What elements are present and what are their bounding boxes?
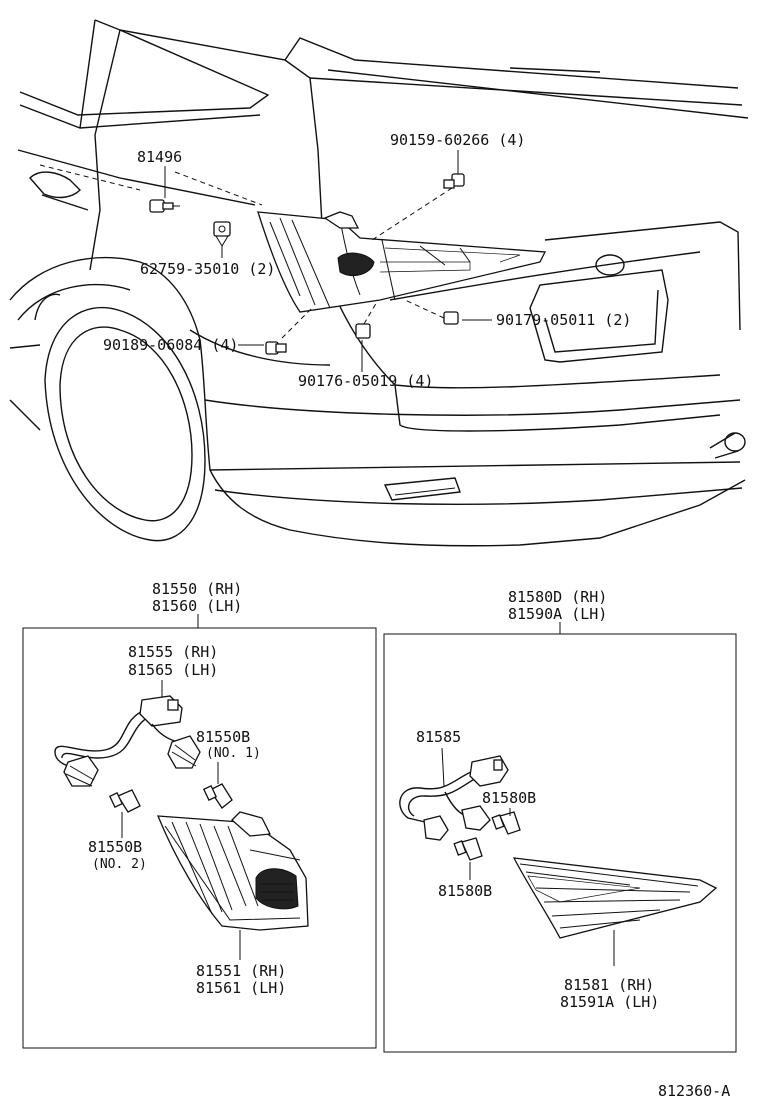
right-assembly-lh-label: 81590A (LH): [508, 605, 607, 623]
socket-81585-label: 81585: [416, 728, 461, 746]
bulb-no2-note: (NO. 2): [92, 857, 147, 872]
bulb-81580b-a-label: 81580B: [482, 789, 536, 807]
lens-81551-rh-label: 81551 (RH): [196, 962, 286, 980]
socket-81555-label: 81555 (RH): [128, 643, 218, 661]
bulb-81550b-no1-label: 81550B: [196, 728, 250, 746]
bulb-81580b-a: [491, 811, 521, 835]
right-detail-box: [383, 633, 737, 1053]
bulb-81580b-b: [453, 837, 483, 861]
left-assembly-lh-label: 81560 (LH): [152, 597, 242, 615]
lens-81581-rh-label: 81581 (RH): [564, 976, 654, 994]
callout-90179-05011: 90179-05011 (2): [496, 311, 631, 329]
left-detail-box: [22, 627, 377, 1049]
inner-lens-81581: [512, 857, 718, 939]
callout-leaders: [164, 150, 492, 372]
bulb-81550b-no2-label: 81550B: [88, 838, 142, 856]
socket-81565-label: 81565 (LH): [128, 661, 218, 679]
lens-81591a-lh-label: 81591A (LH): [560, 993, 659, 1011]
socket-81585-leader: [441, 747, 445, 787]
clip-62759: [213, 221, 231, 247]
callout-90189-06084: 90189-06084 (4): [103, 336, 238, 354]
installed-rear-combination-lamp: [257, 211, 547, 313]
lens-81561-lh-label: 81561 (LH): [196, 979, 286, 997]
screw-90159: [371, 173, 465, 241]
nut-90179: [404, 299, 459, 325]
vehicle-rear-body: [9, 19, 749, 547]
socket-81585-harness: [399, 755, 509, 841]
outer-lens-81551: [157, 811, 309, 931]
socket-wire-harness: [54, 695, 201, 787]
diagram-code: 812360-A: [658, 1082, 730, 1100]
bulb-no1: [202, 783, 233, 809]
bolt-81496: [149, 199, 180, 213]
screw-90189: [265, 307, 313, 355]
callout-90159-60266: 90159-60266 (4): [390, 131, 525, 149]
left-assembly-rh-label: 81550 (RH): [152, 580, 242, 598]
bulb-no1-note: (NO. 1): [206, 746, 261, 761]
right-assembly-rh-label: 81580D (RH): [508, 588, 607, 606]
bulb-81580b-b-label: 81580B: [438, 882, 492, 900]
nut-90176: [355, 299, 379, 339]
callout-81496: 81496: [137, 148, 182, 166]
bulb-no2: [108, 789, 141, 813]
callout-62759-35010: 62759-35010 (2): [140, 260, 275, 278]
callout-90176-05019: 90176-05019 (4): [298, 372, 433, 390]
